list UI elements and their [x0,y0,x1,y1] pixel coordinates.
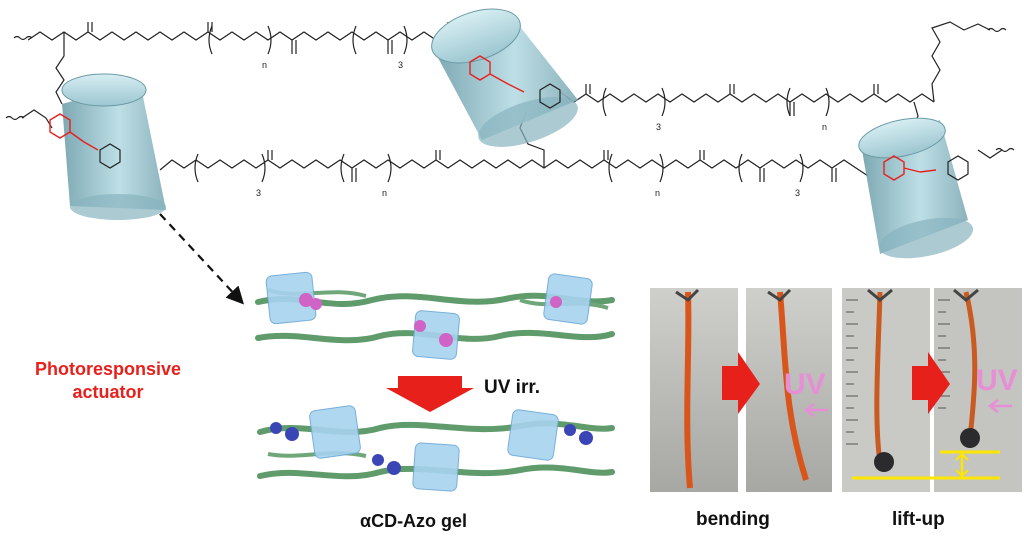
photo-liftup-2 [934,288,1022,492]
label-gel-name: αCD-Azo gel [360,511,468,531]
dashed-arrow [159,213,244,305]
cyclodextrin-top-center [431,8,578,147]
phenyl-rings-black [99,83,969,181]
gel-schematic-after [257,405,615,492]
ball-before [874,452,894,472]
branch-top-right [931,21,991,103]
backbone-top-right [559,91,935,103]
repeat-brackets [194,25,830,183]
carbonyl-groups [87,22,879,182]
label-photoresponsive-line2: actuator [72,382,144,402]
label-n-3: n [382,188,387,198]
azo-ring-right-1 [883,155,905,181]
label-3-3: 3 [256,188,261,198]
film-liftup-after [963,291,978,439]
backbone-top-left [27,31,473,51]
wavy-end-mid-left [5,115,25,121]
cd-box-4 [309,405,361,459]
wavy-end-top-left [13,35,33,41]
film-bending-before [684,291,693,489]
film-liftup-before [874,291,883,463]
cd-box-5 [412,442,460,492]
azobenzene-units [49,55,937,181]
label-photoresponsive-line1: Photoresponsive [34,359,182,379]
label-n-2: n [822,122,827,132]
photo-red-arrow-1 [722,352,760,414]
label-uv-irr: UV irr. [484,377,540,398]
polymer-structure [5,21,1015,183]
photo-panels [650,288,1022,492]
amide-end-right [977,149,1003,159]
wavy-end-mid-right [995,147,1015,153]
uv-overlay-liftup: UV [976,364,1018,397]
cd-box-3 [543,273,593,325]
label-photoresponsive: Photoresponsive actuator [18,358,198,404]
label-bending: bending [696,509,770,530]
branch-top-left [55,32,65,105]
uv-overlay-bending: UV [784,368,826,401]
label-n-4: n [655,188,660,198]
cd-box-6 [507,409,559,461]
amide-end-left [21,109,53,129]
label-3-2: 3 [656,122,661,132]
cd-box-1 [265,271,317,325]
label-3-4: 3 [795,188,800,198]
atom-labels: n 3 3 n 3 n n 3 [256,60,827,198]
wavy-end-top-right [987,27,1007,33]
label-n-1: n [262,60,267,70]
label-liftup: lift-up [892,509,945,530]
photo-red-arrow-2 [912,352,950,414]
red-arrow-down [386,376,474,412]
film-bending-after [777,291,809,481]
label-3-1: 3 [398,60,403,70]
cyclodextrin-bottom-right [858,117,974,259]
gel-schematic-before [255,271,615,360]
cd-box-2 [412,310,460,360]
ball-after [960,428,980,448]
backbone-bottom [159,159,869,177]
